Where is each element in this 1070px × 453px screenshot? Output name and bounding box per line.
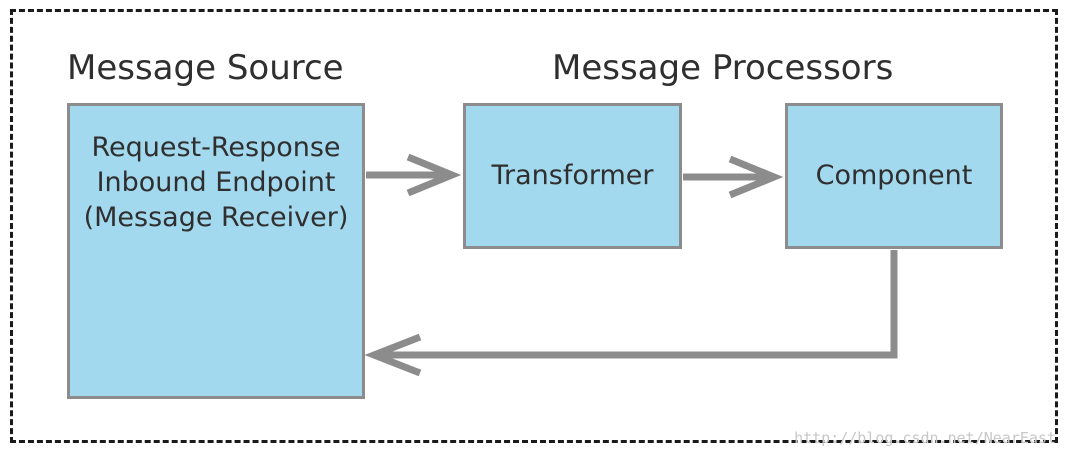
source-label-line-1: Request-Response xyxy=(91,132,341,163)
arrow-transformer-to-component xyxy=(683,155,784,199)
arrow-component-to-source xyxy=(364,250,898,377)
request-response-endpoint-box: Request-Response Inbound Endpoint (Messa… xyxy=(67,103,365,399)
transformer-label: Transformer xyxy=(491,160,654,192)
arrow-source-to-transformer xyxy=(366,153,462,197)
message-processors-title: Message Processors xyxy=(552,48,894,88)
source-label-line-2: Inbound Endpoint xyxy=(96,167,336,199)
component-box: Component xyxy=(785,103,1003,249)
component-label: Component xyxy=(815,160,973,192)
transformer-box: Transformer xyxy=(463,103,682,249)
message-source-title: Message Source xyxy=(67,48,344,88)
dashed-frame xyxy=(10,9,1058,443)
watermark-url: http://blog.csdn.net/NearEast xyxy=(794,429,1056,447)
source-label-line-3: (Message Receiver) xyxy=(83,202,349,234)
